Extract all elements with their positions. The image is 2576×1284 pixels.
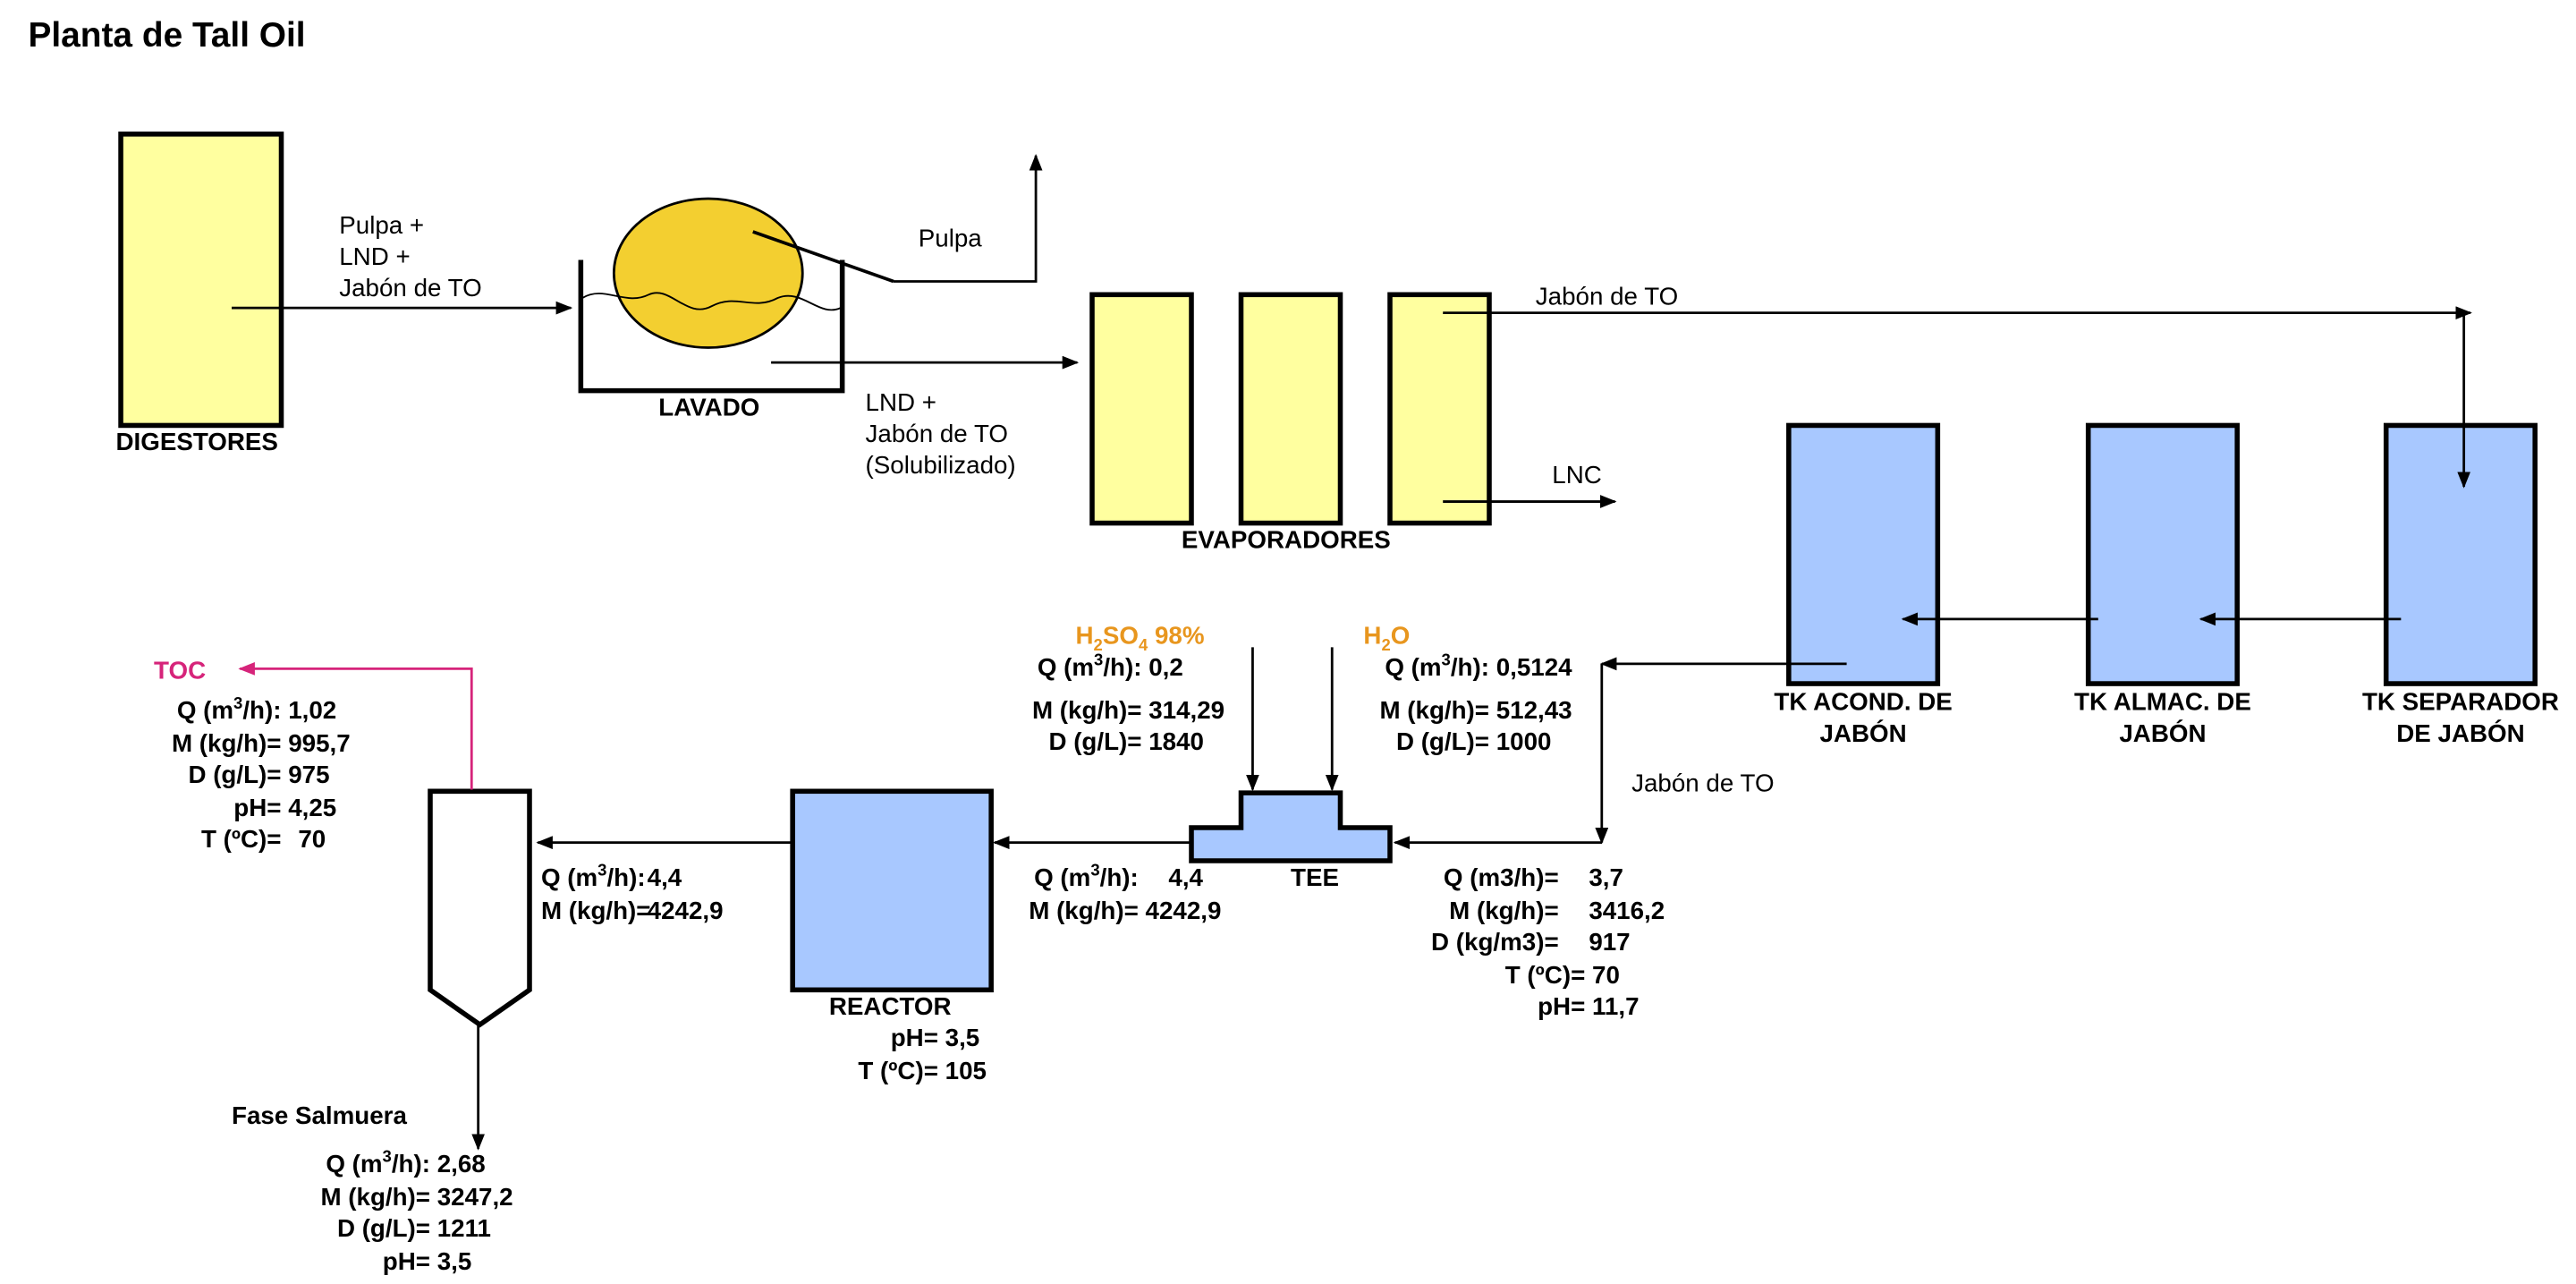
reactor-label: REACTOR: [828, 993, 952, 1022]
soap-stream-properties: Q (m3/h)= 3,7 M (kg/h)= 3416,2 D (kg/m3)…: [1431, 863, 1665, 1022]
reactor-conditions: pH= 3,5 T (ºC)= 105: [858, 1025, 987, 1085]
jabon-top-label: Jabón de TO: [1535, 283, 1679, 311]
decanter-vessel: [428, 788, 532, 1028]
jabon-down-label: Jabón de TO: [1631, 770, 1775, 798]
digestores-vessel: [118, 132, 284, 429]
pulp-drum: [612, 197, 804, 349]
evaporator-1: [1089, 292, 1194, 526]
evaporadores-label: EVAPORADORES: [1181, 526, 1391, 555]
toc-arrow: [238, 662, 473, 790]
h2o-label: H2O: [1363, 622, 1411, 656]
lavado-washer: [578, 197, 894, 394]
h2o-properties: Q (m3/h): 0,5124 M (kg/h)= 512,43 D (g/L…: [1379, 651, 1572, 757]
lnc-label: LNC: [1552, 462, 1602, 490]
digestores-label: DIGESTORES: [115, 429, 278, 457]
toc-properties: Q (m3/h): 1,02 M (kg/h)= 995,7 D (g/L)= …: [171, 695, 351, 855]
tee-vessel: [1189, 790, 1393, 863]
pulpa-arrow: [894, 154, 1043, 283]
lnd-stream-label: LND + Jabón de TO (Solubilizado): [865, 388, 1016, 480]
pulpa-label: Pulpa: [918, 225, 982, 254]
page-title: Planta de Tall Oil: [28, 16, 306, 55]
brine-properties: Q (m3/h): 2,68 M (kg/h)= 3247,2 D (g/L)=…: [320, 1148, 513, 1276]
tk-almac-vessel: [2085, 422, 2240, 686]
tk-separador-vessel: [2383, 422, 2538, 686]
h2so4-label: H2SO4 98%: [1075, 622, 1205, 656]
tee-label: TEE: [1291, 863, 1339, 893]
lavado-label: LAVADO: [658, 394, 760, 422]
tk-acond-vessel: [1786, 422, 1941, 686]
washer-tank: [578, 259, 845, 394]
reactor-vessel: [790, 788, 994, 993]
washer-liquid-line: [581, 292, 842, 311]
reactor-outlet-properties: Q (m3/h): 4,4 M (kg/h)= 4242,9: [540, 862, 724, 925]
evaporator-2: [1238, 292, 1343, 526]
fase-salmuera-label: Fase Salmuera: [232, 1102, 407, 1131]
digestor-outflow-label: Pulpa + LND + Jabón de TO: [339, 211, 482, 303]
toc-label: TOC: [154, 657, 207, 685]
pulp-discharge-ramp: [752, 230, 894, 284]
h2so4-properties: Q (m3/h): 0,2 M (kg/h)= 314,29 D (g/L)= …: [1031, 651, 1225, 757]
evaporator-3: [1387, 292, 1492, 526]
tee-outlet-properties: Q (m3/h): 4,4 M (kg/h)= 4242,9: [1029, 862, 1222, 925]
